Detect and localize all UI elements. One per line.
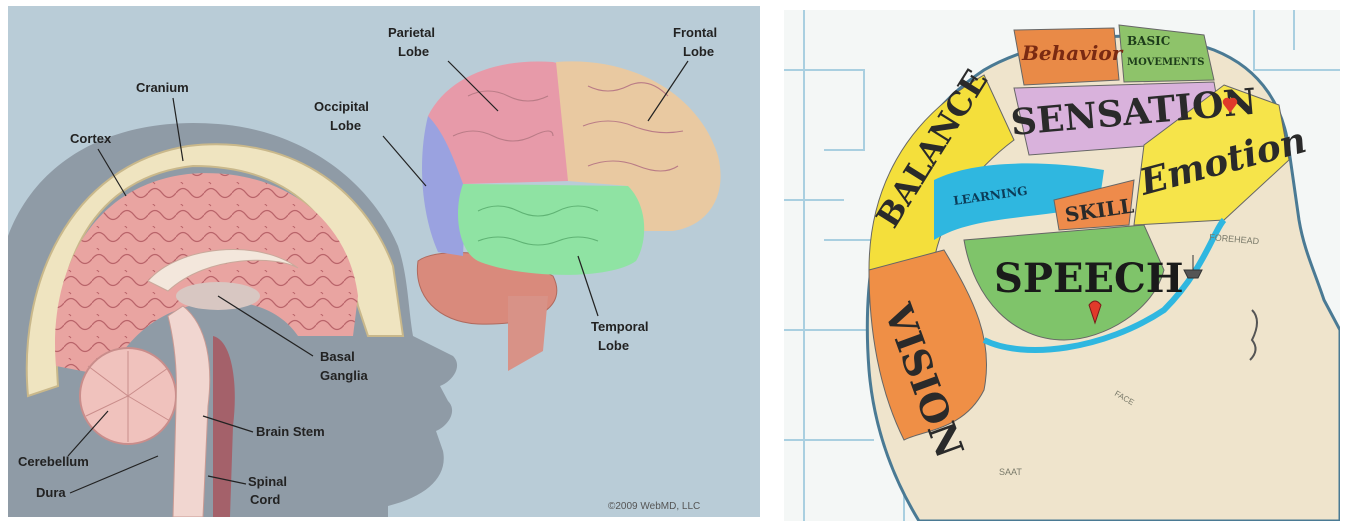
brain-map-svg: Behavior BASIC MOVEMENTS BALANCE SENSATI… (784, 10, 1340, 521)
label-cerebellum: Cerebellum (18, 454, 89, 469)
label-occipital-2: Lobe (330, 118, 361, 133)
brain-anatomy-svg: Cranium Cortex Parietal Lobe Frontal Lob… (8, 6, 760, 517)
label-frontal-2: Lobe (683, 44, 714, 59)
region-basic-label-1: BASIC (1127, 34, 1170, 48)
label-spinal-1: Spinal (248, 474, 287, 489)
label-occipital-1: Occipital (314, 99, 369, 114)
label-spinal-2: Cord (250, 492, 280, 507)
brain-map-illustration: Behavior BASIC MOVEMENTS BALANCE SENSATI… (784, 10, 1340, 521)
label-frontal-1: Frontal (673, 25, 717, 40)
label-cortex: Cortex (70, 131, 112, 146)
label-basal-2: Ganglia (320, 368, 368, 383)
region-basic-label-2: MOVEMENTS (1127, 57, 1204, 68)
region-behavior-label: Behavior (1021, 41, 1124, 65)
region-speech-label: SPEECH (994, 255, 1184, 302)
label-temporal-1: Temporal (591, 319, 649, 334)
copyright-text: ©2009 WebMD, LLC (608, 501, 700, 512)
label-dura: Dura (36, 485, 66, 500)
label-brainstem: Brain Stem (256, 424, 325, 439)
label-cranium: Cranium (136, 80, 189, 95)
label-parietal-1: Parietal (388, 25, 435, 40)
temporal-lobe-shape (458, 184, 644, 275)
label-parietal-2: Lobe (398, 44, 429, 59)
map-text-saat: SAAT (999, 467, 1022, 477)
brain-anatomy-diagram: Cranium Cortex Parietal Lobe Frontal Lob… (8, 6, 760, 517)
label-basal-1: Basal (320, 349, 355, 364)
label-temporal-2: Lobe (598, 338, 629, 353)
